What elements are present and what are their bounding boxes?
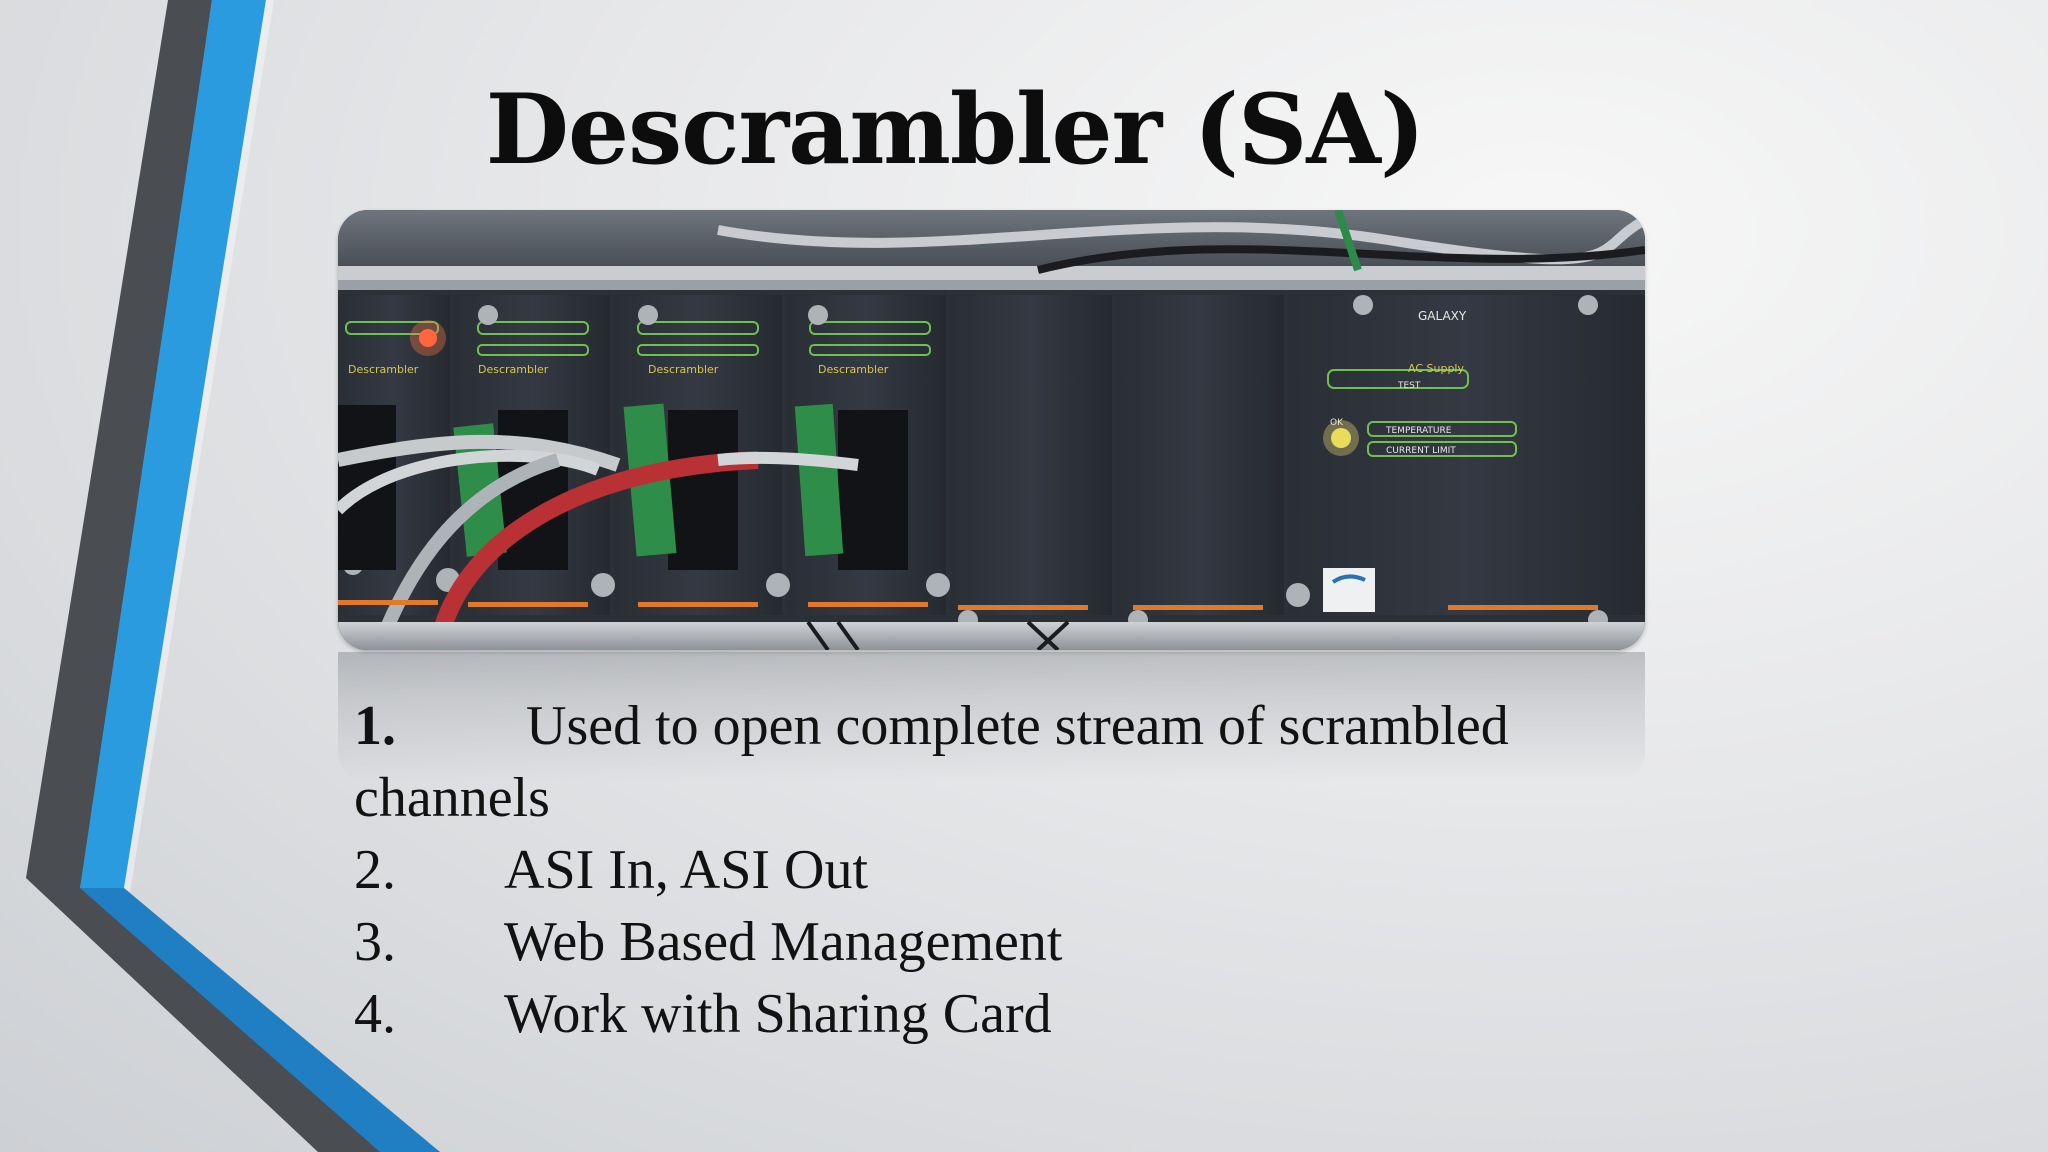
slide-title: Descrambler (SA) (485, 73, 1426, 186)
chassis-brand: GALAXY (1418, 309, 1467, 323)
ok-label: OK (1330, 418, 1344, 428)
list-item-number: 2. (354, 839, 396, 901)
temperature-label: TEMPERATURE (1385, 426, 1452, 436)
list-item-text: ASI In, ASI Out (504, 839, 869, 901)
card-label: Descrambler (348, 363, 419, 376)
card-label: Descrambler (818, 363, 889, 376)
highlight-edge (124, 0, 274, 892)
list-item: 3. Web Based Management (354, 906, 1654, 978)
list-item: 4. Work with Sharing Card (354, 978, 1654, 1050)
blue-bar-lower (80, 888, 440, 1152)
list-item-number: 3. (354, 911, 396, 973)
list-item: 1. Used to open complete stream of scramb… (354, 690, 1654, 834)
photo-reflection (338, 652, 1645, 782)
bullet-list: 1. Used to open complete stream of scramb… (354, 690, 1654, 1050)
list-item-number: 4. (354, 983, 396, 1045)
list-item-text: Work with Sharing Card (504, 983, 1052, 1045)
blue-bar-upper (80, 0, 266, 888)
list-item-text: Used to open complete stream of scramble… (526, 695, 1509, 757)
card-label: Descrambler (648, 363, 719, 376)
list-item-text: Web Based Management (504, 911, 1063, 973)
list-item: 2. ASI In, ASI Out (354, 834, 1654, 906)
equipment-photo: Descrambler Descrambler Descrambler Desc… (338, 210, 1645, 650)
gray-bar-upper (26, 0, 212, 878)
test-label: TEST (1397, 381, 1421, 391)
current-limit-label: CURRENT LIMIT (1386, 446, 1456, 456)
list-item-text-continuation: channels (354, 767, 550, 829)
rack-illustration: Descrambler Descrambler Descrambler Desc… (338, 210, 1645, 650)
list-item-number: 1. (354, 695, 396, 757)
ac-supply-label: AC Supply (1408, 362, 1464, 375)
card-label: Descrambler (478, 363, 549, 376)
